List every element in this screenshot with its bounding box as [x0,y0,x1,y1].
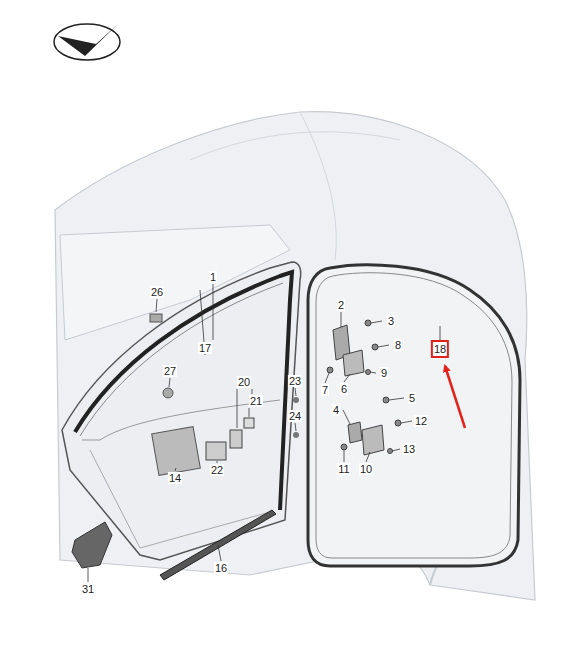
callout-number: 5 [408,392,416,404]
callout-number: 13 [402,443,416,455]
callout-number: 23 [288,375,302,387]
callout-number: 22 [210,464,224,476]
callout-number: 7 [321,384,329,396]
callout-number: 11 [337,463,350,475]
callout-number: 3 [387,315,395,327]
callout-number: 27 [163,365,177,377]
callout-number: 21 [249,395,263,407]
callout-number: 17 [198,342,212,354]
callout-number: 2 [337,299,345,311]
callout-number: 4 [332,404,340,416]
callout-number: 31 [81,583,95,595]
callout-number: 10 [359,463,373,475]
callout-number: 6 [340,383,348,395]
callout-number: 9 [380,367,388,379]
callout-number: 12 [414,415,428,427]
callout-number: 8 [394,339,402,351]
highlight-box: 18 [431,340,449,358]
callout-number: 24 [288,410,302,422]
callout-number: 20 [237,376,251,388]
callout-number: 26 [150,286,164,298]
callout-number: 1 [209,271,217,283]
callout-number: 14 [168,472,182,484]
callout-number: 16 [214,562,228,574]
callout-number: 18 [434,343,446,355]
